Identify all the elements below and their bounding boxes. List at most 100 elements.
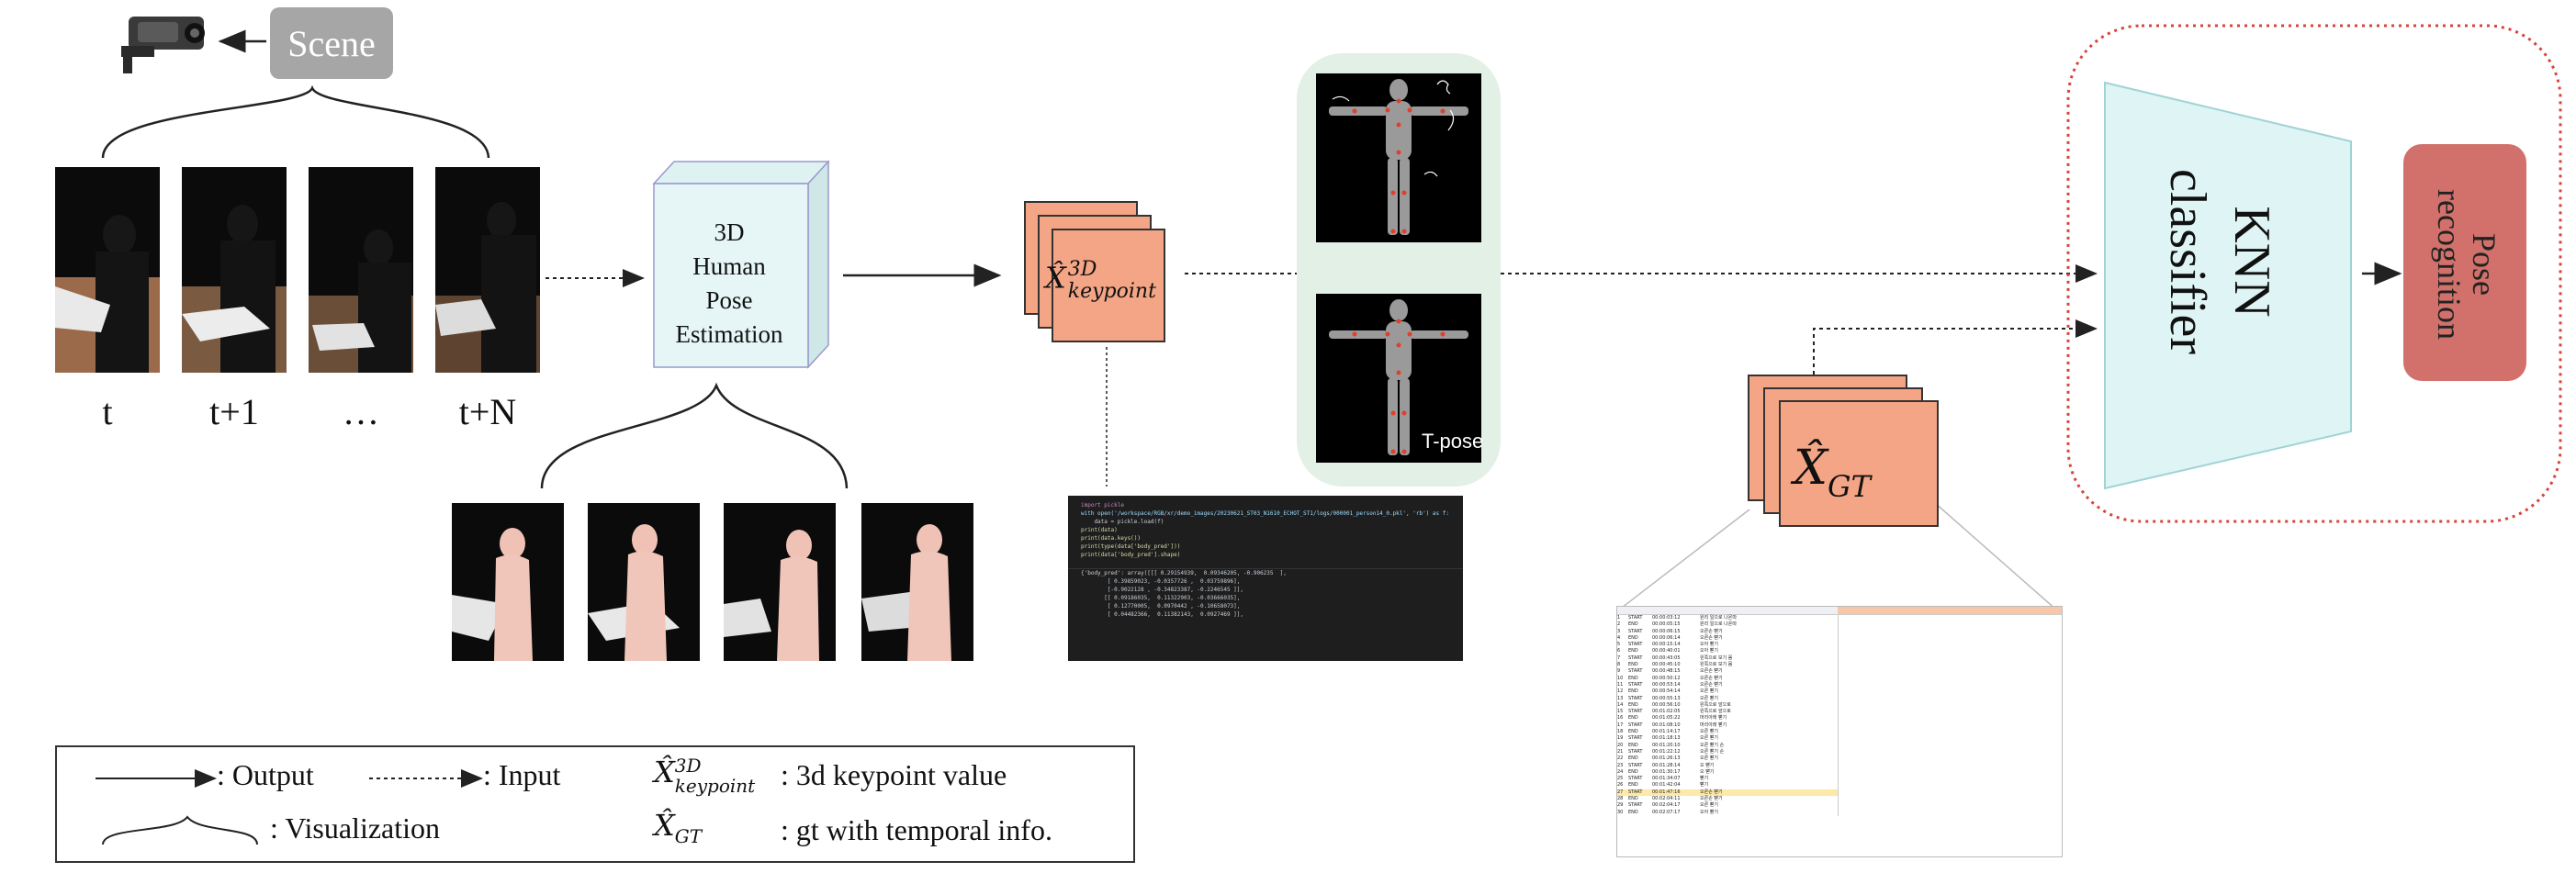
sheet-cell: 4 bbox=[1617, 634, 1621, 641]
sheet-cell: 21 bbox=[1617, 748, 1624, 755]
sheet-cell: START bbox=[1628, 655, 1643, 661]
sheet-cell: START bbox=[1628, 628, 1643, 634]
sheet-cell: END bbox=[1628, 809, 1638, 815]
sheet-cell: START bbox=[1628, 762, 1643, 768]
sheet-cell: START bbox=[1628, 681, 1643, 688]
sheet-cell: 11 bbox=[1617, 681, 1624, 688]
gt-sheet-line-left bbox=[1617, 509, 1750, 611]
sheet-cell: 00:01:18:13 bbox=[1652, 735, 1681, 742]
sheet-cell: START bbox=[1628, 709, 1643, 715]
sheet-cell: 원리 일으로 나온따 bbox=[1700, 615, 1737, 621]
video-frame-t1 bbox=[182, 167, 287, 373]
estimation-label-line1: 3D bbox=[714, 218, 745, 246]
estimation-box bbox=[652, 160, 830, 369]
sheet-cell: 00:01:47:16 bbox=[1652, 789, 1681, 795]
sheet-cell: START bbox=[1628, 615, 1643, 621]
mesh-frame-1 bbox=[452, 503, 564, 661]
sheet-cell: 왼쪽으로 보기 몸 bbox=[1700, 662, 1733, 668]
code-line: import pickle bbox=[1081, 502, 1124, 509]
sheet-cell: END bbox=[1628, 648, 1638, 655]
sheet-cell: 오 뻗기 bbox=[1700, 768, 1715, 775]
sheet-cell: 00:00:56:10 bbox=[1652, 701, 1681, 708]
frame-label-dots: … bbox=[343, 391, 379, 432]
legend-visualization-label: : Visualization bbox=[270, 811, 441, 845]
sheet-cell: 00:00:06:14 bbox=[1652, 634, 1681, 641]
code-line: with open('/workspace/RGB/xr/demo_images… bbox=[1081, 510, 1449, 517]
sheet-cell: 1 bbox=[1617, 615, 1621, 621]
sheet-cell: 24 bbox=[1617, 768, 1624, 775]
video-frame-tn bbox=[435, 167, 540, 373]
code-line: [ 0.04482366, 0.11382143, 0.0927469 ]], bbox=[1081, 611, 1244, 618]
sheet-cell: 29 bbox=[1617, 802, 1624, 809]
sheet-cell: END bbox=[1628, 688, 1638, 695]
sheet-cell: 00:00:48:15 bbox=[1652, 668, 1681, 675]
sheet-cell: START bbox=[1628, 789, 1643, 795]
gt-card-front bbox=[1779, 400, 1939, 527]
sheet-cell: END bbox=[1628, 768, 1638, 775]
sheet-cell: 오 뻗기 bbox=[1700, 762, 1715, 768]
sheet-cell: 00:00:45:10 bbox=[1652, 662, 1681, 668]
sheet-cell: END bbox=[1628, 675, 1638, 681]
sheet-cell: 00:01:34:07 bbox=[1652, 776, 1681, 782]
classifier-label: KNN classifier bbox=[2159, 168, 2280, 355]
sheet-cell: 2 bbox=[1617, 621, 1621, 628]
sheet-cell: 00:01:28:14 bbox=[1652, 762, 1681, 768]
sheet-cell: 오른 뻗기 손 bbox=[1700, 748, 1725, 755]
sheet-cell: 00:01:14:17 bbox=[1652, 729, 1681, 735]
gt-symbol: X̂GT bbox=[1794, 441, 1871, 504]
sheet-cell: 오른손 뻗기 bbox=[1700, 634, 1723, 641]
sheet-cell: 28 bbox=[1617, 796, 1624, 802]
code-line: [ 0.39859023, -0.0357726 , 0.03759896], bbox=[1081, 578, 1241, 585]
sheet-cell: 18 bbox=[1617, 729, 1624, 735]
sheet-cell: END bbox=[1628, 782, 1638, 789]
legend-output-label: : Output bbox=[217, 758, 314, 791]
sheet-cell: 오른 뻗기 bbox=[1700, 695, 1718, 701]
sheet-cell: 00:01:02:05 bbox=[1652, 709, 1681, 715]
video-frame-t bbox=[55, 167, 160, 373]
legend-keypoint-base: X̂ bbox=[654, 755, 675, 789]
sheet-cell: 00:00:03:12 bbox=[1652, 615, 1681, 621]
estimation-label-line3: Pose bbox=[705, 286, 753, 314]
frame-label-t1: t+1 bbox=[209, 391, 259, 432]
sheet-cell: 12 bbox=[1617, 688, 1624, 695]
sheet-cell: 00:02:04:17 bbox=[1652, 802, 1681, 809]
sheet-cell: 오른 뻗기 bbox=[1700, 755, 1718, 762]
legend-gt-symbol: X̂GT bbox=[654, 808, 702, 847]
knn-trapezoid bbox=[2104, 81, 2352, 490]
mesh-frame-3 bbox=[724, 503, 836, 661]
code-line: {'body_pred': array([[[ 0.29154939, 0.09… bbox=[1081, 570, 1287, 576]
legend-brace bbox=[102, 815, 258, 845]
estimation-label: 3D Human Pose Estimation bbox=[654, 216, 804, 352]
sheet-cell: 00:01:05:22 bbox=[1652, 715, 1681, 722]
sheet-cell: 00:01:20:10 bbox=[1652, 742, 1681, 748]
sheet-cell: 17 bbox=[1617, 722, 1624, 728]
tpose-body-render bbox=[1316, 294, 1481, 463]
gt-symbol-sub: GT bbox=[1828, 469, 1871, 504]
sheet-cell: 오른손 뻗기 bbox=[1700, 789, 1723, 795]
code-line: print(data.keys()) bbox=[1081, 535, 1142, 542]
keypoint-symbol-sup: 3D bbox=[1067, 258, 1097, 281]
sheet-cell: 00:02:07:17 bbox=[1652, 809, 1681, 815]
gt-sheet-line-right bbox=[1926, 495, 2058, 611]
estimation-label-line4: Estimation bbox=[675, 320, 783, 348]
sheet-cell: 머리아래 뻗기 bbox=[1700, 715, 1727, 722]
sheet-cell: 00:00:53:14 bbox=[1652, 681, 1681, 688]
classifier-container bbox=[2066, 24, 2562, 523]
sheet-cell: 왼쪽으로 보기 몸 bbox=[1700, 655, 1733, 661]
sheet-cell: END bbox=[1628, 715, 1638, 722]
sheet-cell: END bbox=[1628, 634, 1638, 641]
